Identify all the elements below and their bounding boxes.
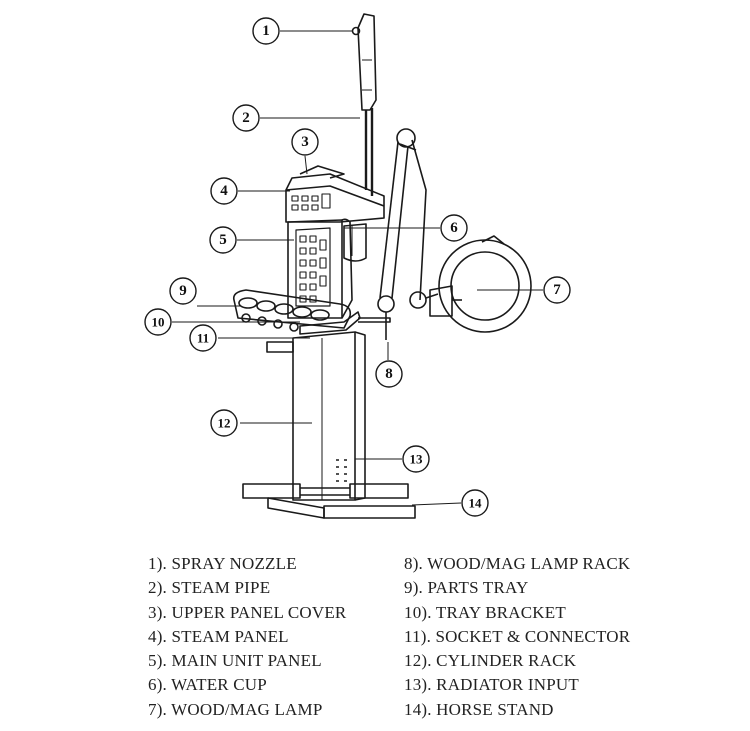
legend-item-radiator-input: 13). RADIATOR INPUT	[404, 675, 579, 695]
callout-circle-2	[232, 104, 260, 132]
wood-mag-lamp	[429, 235, 532, 333]
legend-item-tray-bracket: 10). TRAY BRACKET	[404, 602, 566, 622]
legend-item-horse-stand: 14). HORSE STAND	[404, 699, 554, 719]
callout-number-7: 7	[553, 282, 561, 298]
machine-drawing	[232, 13, 532, 519]
horse-stand	[242, 483, 416, 519]
parts-tray	[232, 289, 391, 335]
callout-circle-7	[543, 276, 571, 304]
lamp-rack	[377, 128, 439, 340]
legend-item-cylinder-rack: 12). CYLINDER RACK	[404, 651, 577, 671]
callout-number-1: 1	[262, 23, 270, 39]
steam-panel	[285, 165, 385, 223]
callout-number-12: 12	[218, 416, 231, 431]
cylinder-rack	[266, 331, 366, 501]
legend-column-left: 1). SPRAY NOZZLE 2). STEAM PIPE 3). UPPE…	[148, 552, 346, 722]
legend-item-steam-panel: 4). STEAM PANEL	[148, 626, 289, 646]
callout-number-11: 11	[197, 331, 209, 346]
legend-item-spray-nozzle: 1). SPRAY NOZZLE	[148, 554, 297, 573]
callout-circle-1	[252, 17, 280, 45]
callout-number-4: 4	[220, 183, 228, 199]
legend-item-main-unit-panel: 5). MAIN UNIT PANEL	[148, 651, 322, 671]
callout-circles	[144, 17, 571, 517]
callout-number-2: 2	[242, 110, 250, 126]
legend-column-right: 8). WOOD/MAG LAMP RACK 9). PARTS TRAY 10…	[404, 552, 630, 722]
callout-circle-9	[169, 277, 197, 305]
callout-number-10: 10	[152, 315, 165, 330]
callout-number-8: 8	[385, 366, 393, 382]
callout-number-6: 6	[450, 220, 458, 236]
callout-number-9: 9	[179, 283, 187, 299]
leader-lines	[172, 30, 543, 506]
callout-circle-14	[461, 489, 489, 517]
machine-diagram: 1 2 3 4 5 6 7 8 9 10 11 12 13 14	[144, 13, 571, 519]
legend-item-parts-tray: 9). PARTS TRAY	[404, 578, 529, 598]
callout-number-13: 13	[410, 452, 424, 467]
callout-circle-3	[291, 128, 319, 156]
callout-circle-12	[210, 409, 238, 437]
callout-circle-11	[189, 324, 217, 352]
main-unit	[287, 218, 367, 319]
callout-circle-6	[440, 214, 468, 242]
legend-item-upper-panel-cover: 3). UPPER PANEL COVER	[148, 602, 347, 622]
callout-circle-8	[375, 360, 403, 388]
callout-circle-5	[209, 226, 237, 254]
callout-number-14: 14	[469, 496, 483, 511]
callout-numbers: 1 2 3 4 5 6 7 8 9 10 11 12 13 14	[152, 23, 562, 511]
legend-item-wood-mag-lamp: 7). WOOD/MAG LAMP	[148, 699, 323, 719]
callout-number-5: 5	[219, 232, 227, 248]
callout-number-3: 3	[301, 134, 309, 150]
legend-item-lamp-rack: 8). WOOD/MAG LAMP RACK	[404, 554, 631, 573]
parts-legend: 1). SPRAY NOZZLE 2). STEAM PIPE 3). UPPE…	[0, 552, 750, 727]
callout-circle-13	[402, 445, 430, 473]
steam-pipe	[351, 13, 377, 196]
legend-item-socket-connector: 11). SOCKET & CONNECTOR	[404, 626, 631, 646]
legend-item-steam-pipe: 2). STEAM PIPE	[148, 578, 271, 598]
callout-circle-4	[210, 177, 238, 205]
callout-circle-10	[144, 308, 172, 336]
legend-item-water-cup: 6). WATER CUP	[148, 675, 267, 695]
